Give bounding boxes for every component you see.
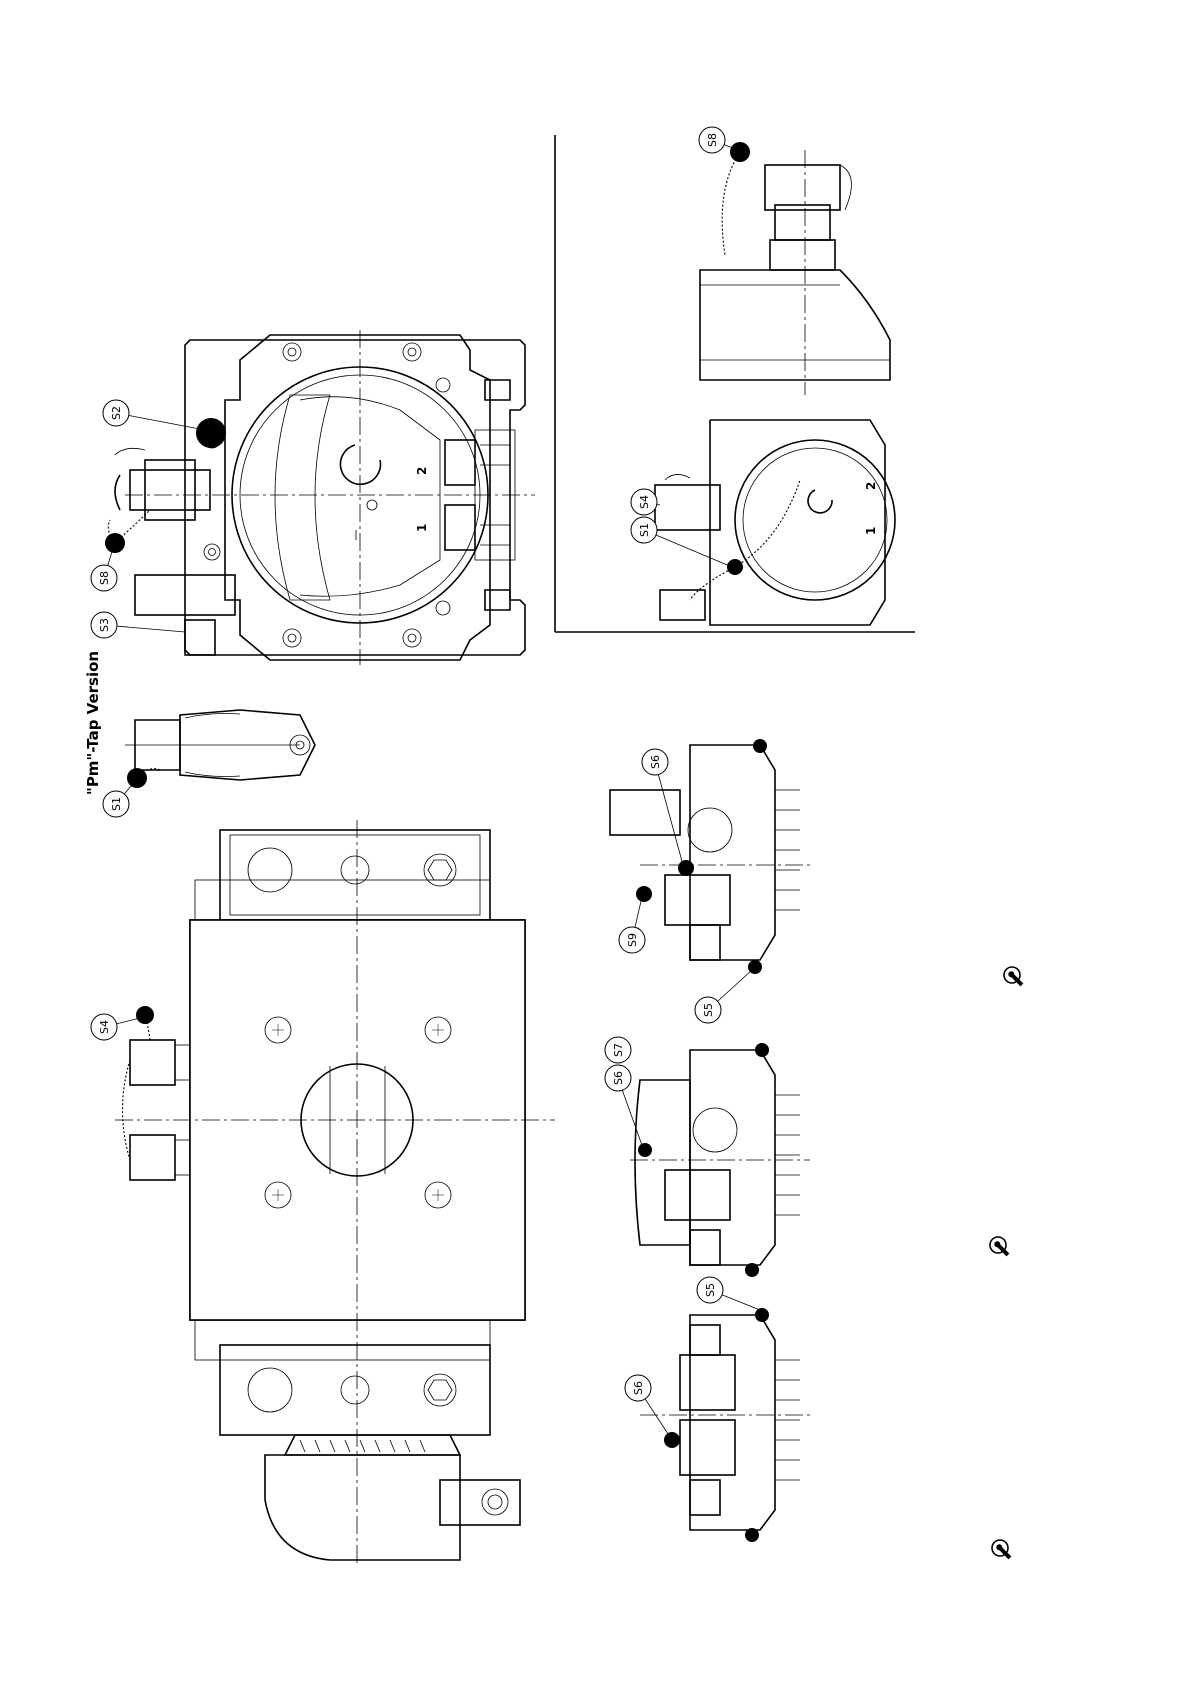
callout-label: S5 — [702, 1003, 715, 1017]
seal-s5-c-bottom — [745, 1528, 759, 1542]
seal-s4 — [136, 1006, 154, 1024]
callout-label: S6 — [632, 1381, 645, 1395]
side-view-3 — [640, 1308, 810, 1542]
front-view: 2 1 — [105, 330, 535, 665]
callout-label: S7 — [612, 1043, 625, 1057]
callout-label: S5 — [704, 1283, 717, 1297]
seal-s2 — [196, 418, 226, 448]
callout-s6: S6 — [625, 1375, 670, 1437]
seal-s6-c — [664, 1432, 680, 1448]
callout-label: S1 — [110, 797, 123, 811]
side-view-2 — [630, 1043, 810, 1277]
callout-leader — [644, 530, 732, 567]
callout-s4: S4 — [91, 1014, 140, 1040]
callout-label: S2 — [110, 406, 123, 420]
wrench-icon — [989, 1537, 1016, 1564]
position-mark-1: 1 — [415, 524, 429, 532]
callout-label: S9 — [626, 933, 639, 947]
seal-s6-a — [678, 860, 694, 876]
callout-label: S6 — [649, 755, 662, 769]
position-mark-1-side: 1 — [864, 527, 878, 535]
callout-label: S4 — [98, 1020, 111, 1034]
position-mark-2: 2 — [415, 467, 429, 475]
callout-s1: S1 — [631, 517, 732, 567]
callout-label: S4 — [638, 495, 651, 509]
callout-leader — [655, 762, 683, 865]
version-title: "Pm"-Tap Version — [84, 651, 102, 795]
wrench-icon — [1001, 964, 1028, 991]
callout-label: S1 — [638, 523, 651, 537]
callout-s2: S2 — [103, 400, 205, 430]
seal-s5-a-top — [753, 739, 767, 753]
callout-s7: S7 — [605, 1037, 631, 1063]
callout-label: S6 — [612, 1071, 625, 1085]
side-views-frame: 1 2 — [555, 135, 915, 632]
seal-s5-b-bottom — [745, 1263, 759, 1277]
seal-s5-b-top — [755, 1043, 769, 1057]
wrench-icon — [987, 1234, 1014, 1261]
top-view — [115, 820, 555, 1565]
callout-s5: S5 — [695, 970, 752, 1023]
screw — [204, 343, 450, 647]
seal-s5-c-top — [755, 1308, 769, 1322]
callout-label: S8 — [98, 571, 111, 585]
callout-label: S3 — [98, 618, 111, 632]
callout-s9: S9 — [619, 897, 645, 953]
seal-s9 — [636, 886, 652, 902]
callout-s6: S6 — [642, 749, 683, 865]
callout-label: S8 — [706, 133, 719, 147]
callout-s5: S5 — [697, 1277, 760, 1310]
position-mark-2-side: 2 — [864, 482, 878, 490]
pm-tap-detail: "Pm"-Tap Version — [84, 651, 315, 795]
callout-s1: S1 — [103, 780, 136, 817]
seal-s6-s7 — [638, 1143, 652, 1157]
callout-s3: S3 — [91, 612, 185, 638]
callout-leader — [116, 413, 205, 430]
